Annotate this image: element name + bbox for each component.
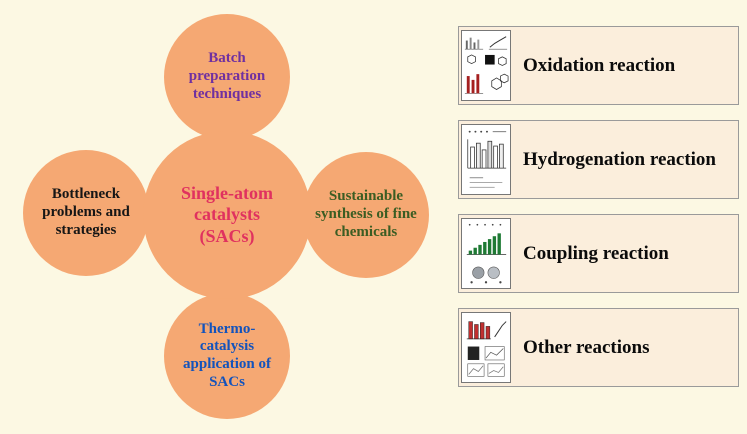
reaction-row-oxidation: Oxidation reaction [458,26,739,105]
other-reactions-figure-thumbnail-icon [461,312,511,383]
hydrogenation-figure-thumbnail-icon [461,124,511,195]
circle-left-label: Bottleneck problems and strategies [42,186,130,238]
reaction-row-coupling: Coupling reaction [458,214,739,293]
circle-thermocatalysis: Thermo-catalysis application of SACs [164,293,290,419]
reaction-row-hydrogenation: Hydrogenation reaction [458,120,739,199]
center-label: Single-atom catalysts (SACs) [181,183,273,246]
reaction-label-oxidation: Oxidation reaction [523,54,676,76]
circle-bottom-label: Thermo-catalysis application of SACs [183,320,271,390]
reaction-label-other: Other reactions [523,336,650,358]
reaction-label-coupling: Coupling reaction [523,242,669,264]
circle-batch-preparation: Batch preparation techniques [164,14,290,140]
coupling-figure-thumbnail-icon [461,218,511,289]
circle-right-label: Sustainable synthesis of fine chemicals [315,188,417,240]
oxidation-figure-thumbnail-icon [461,30,511,101]
reaction-label-hydrogenation: Hydrogenation reaction [523,148,716,170]
circle-sustainable-synthesis: Sustainable synthesis of fine chemicals [303,152,429,278]
circle-center-sacs: Single-atom catalysts (SACs) [143,131,311,299]
circle-bottleneck-problems: Bottleneck problems and strategies [23,150,149,276]
reaction-row-other: Other reactions [458,308,739,387]
reaction-list: Oxidation reaction [458,26,739,387]
circle-top-label: Batch preparation techniques [188,50,266,102]
